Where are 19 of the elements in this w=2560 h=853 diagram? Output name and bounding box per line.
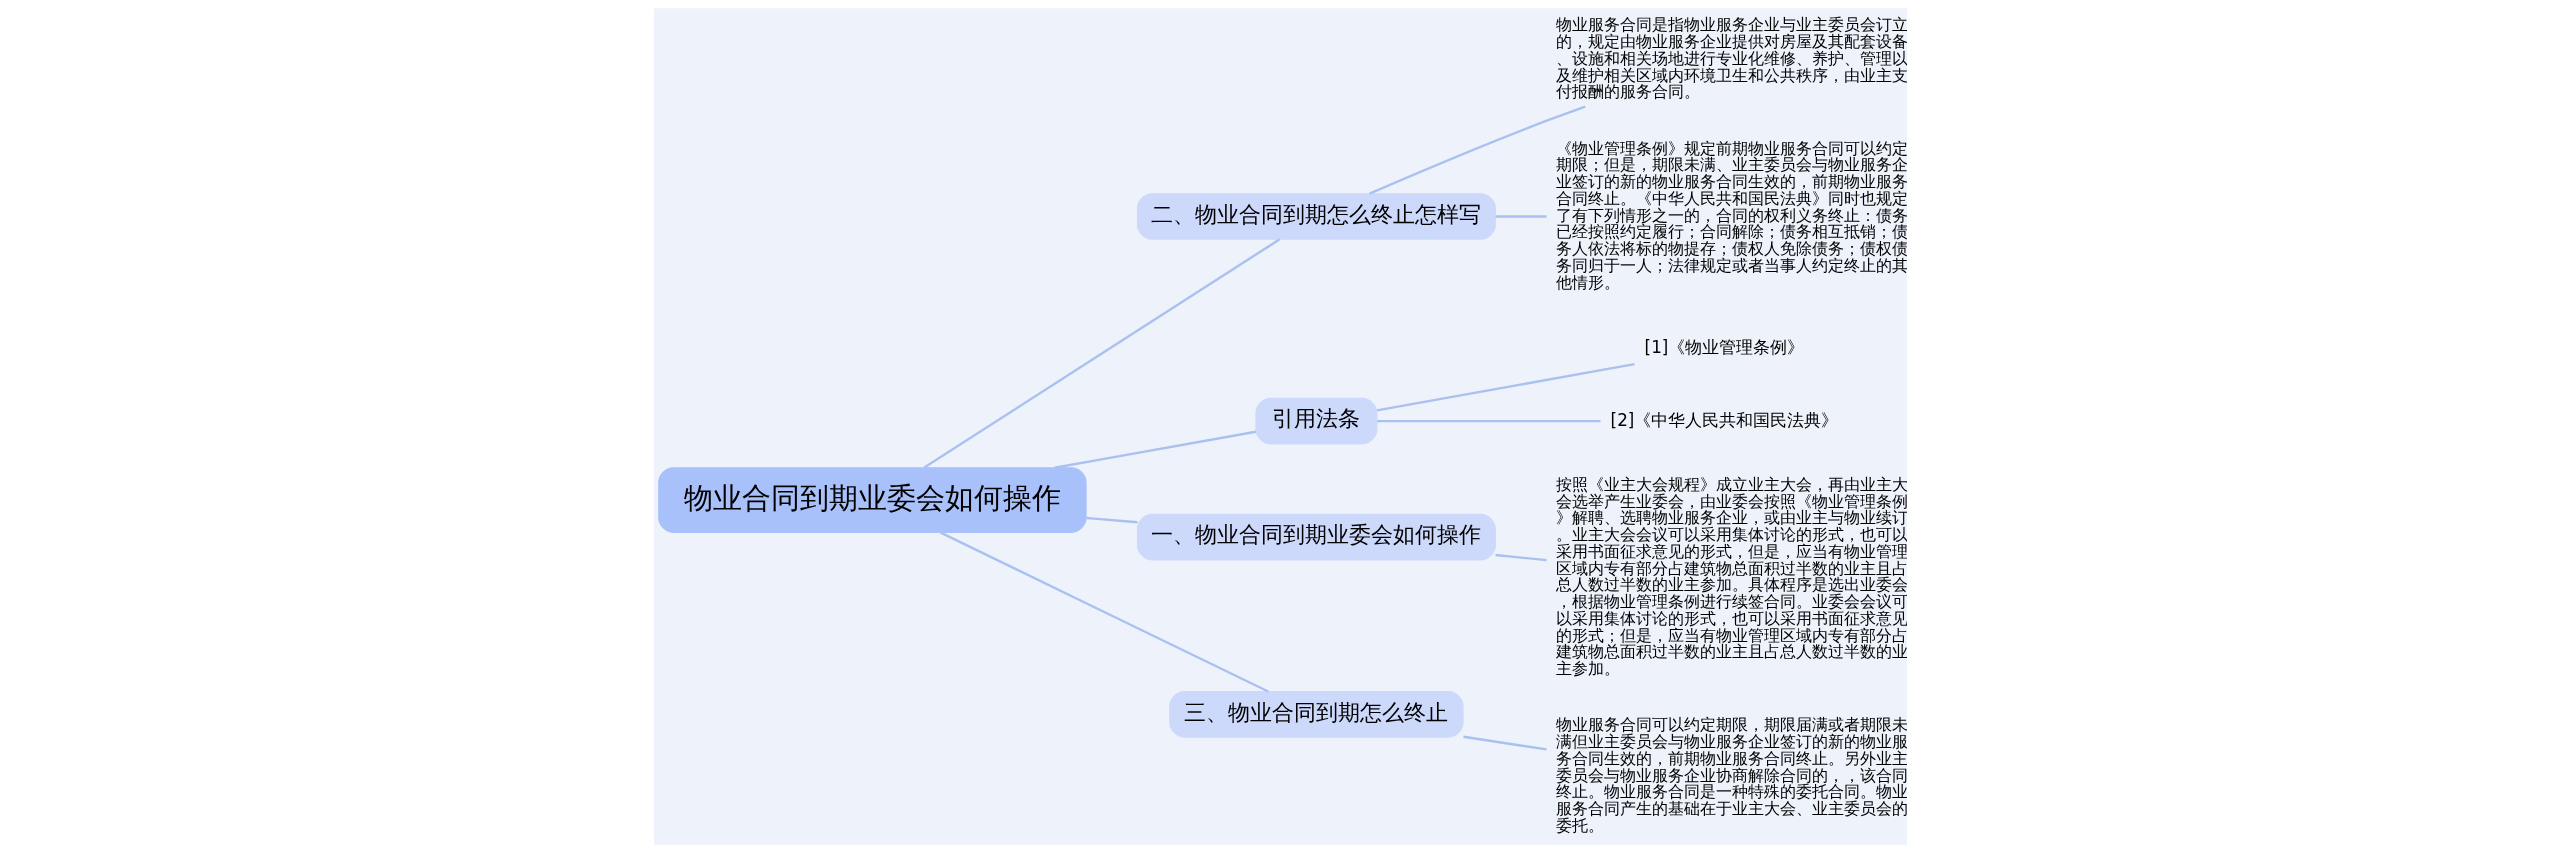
node-text: [1]《物业管理条例》 [1644, 336, 1804, 357]
node-box: 二、物业合同到期怎么终止怎样写 [1136, 193, 1496, 240]
connector [1495, 215, 1547, 218]
node-text: 物业服务合同可以约定期限，期限届满或者期限未满但业主委员会与物业服务企业签订的新的物业服务合同生效的，前期物业服务合同终止。另外业主委员会与物业服务企业协商解除合同的，，该合同终止。物业服务合同是一种特殊的委托合同。物业服务合同产生的基础在于业主大会、业主委员会的委托。 [1555, 716, 1908, 835]
node-box: 物业合同到期业委会如何操作 [657, 467, 1087, 533]
connector [1085, 516, 1138, 524]
connector [1376, 419, 1600, 423]
connector [1494, 553, 1547, 562]
node-text: 《物业管理条例》规定前期物业服务合同可以约定期限；但是，期限未满、业主委员会与物业服务企业签订的新的物业服务合同生效的，前期物业服务合同终止。《中华人民共和国民法典》同时也规定了有下列情形之一的，合同的权利义务终止：债务已经按照约定履行；合同解除；债务相互抵销；债务人依法将标的物提存；债权人免除债务；债权债务同归于一人；法律规定或者当事人约定终止的其他情形。 [1555, 139, 1908, 292]
node-box: 一、物业合同到期业委会如何操作 [1136, 513, 1496, 561]
connector [1376, 362, 1635, 412]
connector [939, 531, 1269, 693]
node-box: 引用法条 [1254, 397, 1377, 445]
node-text: [2]《中华人民共和国民法典》 [1610, 409, 1838, 430]
connector [1462, 735, 1547, 751]
connector [923, 238, 1280, 469]
connector [1368, 105, 1586, 195]
connector [1053, 430, 1256, 469]
node-box: 三、物业合同到期怎么终止 [1168, 691, 1464, 738]
